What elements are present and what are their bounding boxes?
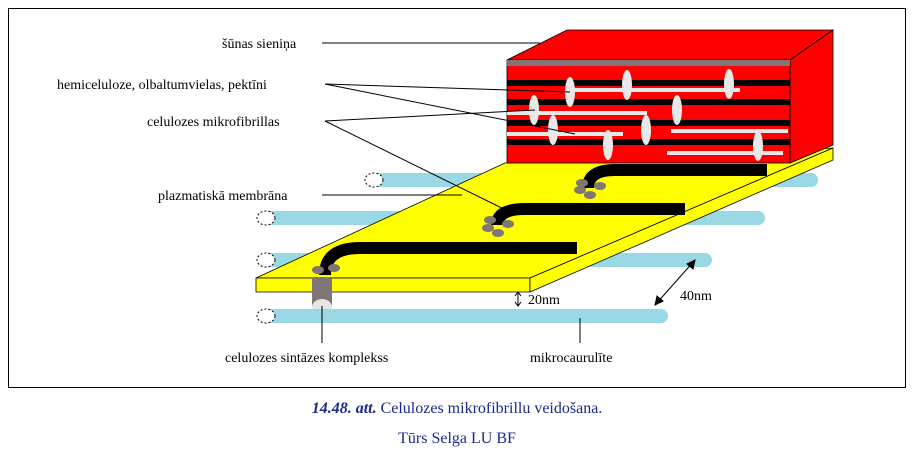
label-20nm: 20nm: [528, 293, 560, 308]
fibril-1: [319, 242, 577, 276]
label-cell-wall: šūnas sieniņa: [222, 37, 297, 52]
leader-lines: [321, 42, 696, 343]
synthase-complexes: [312, 179, 606, 306]
label-membrane: plazmatiskā membrāna: [158, 189, 288, 204]
figure-caption: 14.48. att. Celulozes mikrofibrillu veid…: [0, 400, 914, 418]
microtubule-front: [262, 309, 668, 323]
label-40nm: 40nm: [680, 289, 712, 304]
label-synthase: celulozes sintāzes komplekss: [225, 351, 388, 366]
microfibrils: [319, 164, 767, 276]
label-microfibrils: celulozes mikrofibrillas: [147, 115, 280, 130]
fibril-3: [582, 164, 767, 189]
cellulose-diagram: šūnas sieniņa hemiceluloze, olbaltumviel…: [57, 29, 835, 366]
microtubule-end: [256, 308, 276, 324]
figure-credit: Tūrs Selga LU BF: [398, 430, 516, 447]
microtubule-end: [256, 252, 276, 268]
figure-number: 14.48. att.: [311, 400, 377, 417]
figure-frame: [8, 8, 906, 388]
label-microtubule: mikrocaurulīte: [530, 351, 612, 366]
microtubule-end: [364, 172, 384, 188]
cell-wall-block: [506, 29, 835, 164]
microtubule-end: [256, 210, 276, 226]
label-matrix: hemiceluloze, olbaltumvielas, pektīni: [57, 78, 267, 93]
fibril-2: [491, 203, 685, 226]
figure-title: Celulozes mikrofibrillu veidošana.: [380, 400, 603, 417]
